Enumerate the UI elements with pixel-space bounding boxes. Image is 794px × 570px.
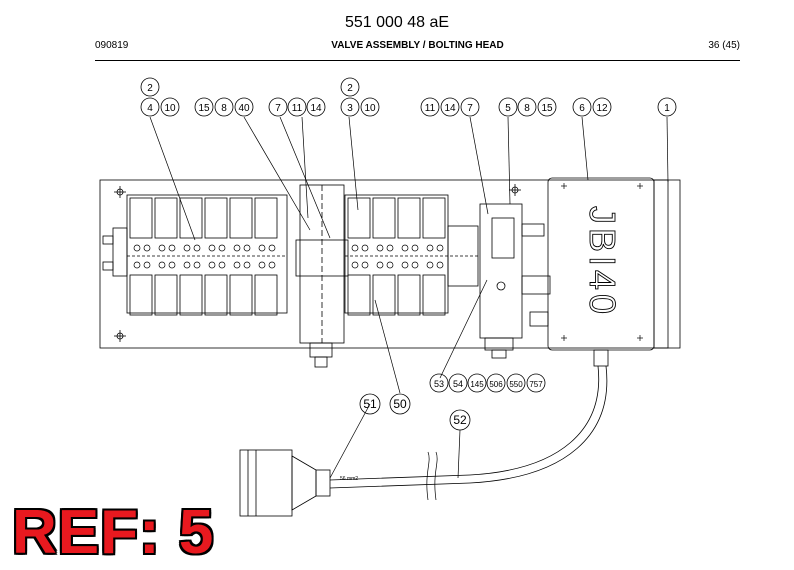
callout-10b-label: 10 — [364, 103, 376, 114]
callout-2b — [340, 77, 360, 97]
junction-box — [547, 177, 669, 367]
callout-2a-label: 2 — [147, 83, 153, 94]
callout-2b-label: 2 — [347, 83, 353, 94]
page-title: VALVE ASSEMBLY / BOLTING HEAD — [331, 40, 504, 51]
callout-10a — [160, 97, 180, 117]
left-valve-modules — [129, 197, 278, 316]
callout-550-label: 550 — [509, 380, 523, 389]
callouts — [140, 77, 677, 431]
header-row: 090819 VALVE ASSEMBLY / BOLTING HEAD 36 … — [95, 40, 740, 54]
leader-lines — [149, 116, 669, 479]
callout-12 — [592, 97, 612, 117]
callout-145 — [467, 373, 487, 393]
base-plate — [99, 179, 681, 349]
callout-15a-label: 15 — [198, 103, 210, 114]
callout-54 — [448, 373, 468, 393]
left-fittings — [102, 227, 128, 277]
right-valve-ports — [351, 244, 444, 269]
callout-506-label: 506 — [489, 380, 503, 389]
cable-label: 56 mm2 — [340, 476, 358, 482]
callout-14a-label: 14 — [310, 103, 322, 114]
callout-757-label: 757 — [529, 380, 543, 389]
callout-8a — [214, 97, 234, 117]
left-valve-ports — [133, 244, 276, 269]
callout-11a — [287, 97, 307, 117]
cable — [329, 365, 608, 501]
callout-506 — [486, 373, 506, 393]
ref-label: REF: 5 — [12, 498, 215, 567]
callout-1-label: 1 — [664, 103, 670, 114]
callout-7a — [268, 97, 288, 117]
right-valve-modules — [347, 197, 446, 316]
callout-52 — [449, 409, 471, 431]
callout-10b — [360, 97, 380, 117]
callout-51-label: 51 — [363, 397, 377, 411]
callout-15b-label: 15 — [541, 103, 553, 114]
callout-2a — [140, 77, 160, 97]
callout-14b-label: 14 — [444, 103, 456, 114]
junction-box-label: JBI40 — [582, 206, 623, 318]
callout-51 — [359, 393, 381, 415]
left-valve-bank — [126, 194, 288, 316]
callout-757 — [526, 373, 546, 393]
callout-14a — [306, 97, 326, 117]
callout-8b-label: 8 — [524, 103, 530, 114]
header-rule — [95, 60, 740, 61]
callout-53 — [429, 373, 449, 393]
callout-7a-label: 7 — [275, 103, 281, 114]
callout-550 — [506, 373, 526, 393]
callout-1 — [657, 97, 677, 117]
callout-3-label: 3 — [347, 103, 353, 114]
callout-8b — [517, 97, 537, 117]
callout-7b-label: 7 — [467, 103, 473, 114]
page-number: 36 (45) — [708, 40, 740, 51]
connector-plug — [239, 449, 331, 517]
callout-6-label: 6 — [579, 103, 585, 114]
callout-40-label: 40 — [238, 103, 250, 114]
callout-7b — [460, 97, 480, 117]
callout-6 — [572, 97, 592, 117]
callout-4 — [140, 97, 160, 117]
center-cylinder — [295, 184, 349, 368]
callout-11b-label: 11 — [425, 103, 436, 114]
callout-14b — [440, 97, 460, 117]
callout-5 — [498, 97, 518, 117]
callout-labels: 2 4 10 15 8 40 7 11 14 2 3 10 11 14 7 5 … — [147, 83, 670, 427]
callout-53-label: 53 — [434, 379, 444, 389]
callout-5-label: 5 — [505, 103, 511, 114]
callout-145-label: 145 — [470, 380, 484, 389]
callout-15a — [194, 97, 214, 117]
date-code: 090819 — [95, 40, 129, 51]
callout-12-label: 12 — [596, 103, 608, 114]
callout-15b — [537, 97, 557, 117]
callout-50-label: 50 — [393, 397, 407, 411]
callout-3 — [340, 97, 360, 117]
right-valve-bank — [344, 194, 479, 316]
junction-box-corner-marks — [561, 183, 643, 341]
callout-52-label: 52 — [453, 413, 467, 427]
mounting-holes — [114, 184, 521, 342]
callout-10a-label: 10 — [164, 103, 176, 114]
callout-8a-label: 8 — [221, 103, 227, 114]
callout-50 — [389, 393, 411, 415]
callout-4-label: 4 — [147, 103, 153, 114]
callout-54-label: 54 — [453, 379, 463, 389]
pressure-valve-block — [479, 203, 551, 359]
callout-11a-label: 11 — [292, 103, 303, 114]
document-number: 551 000 48 aE — [344, 14, 450, 31]
callout-40 — [234, 97, 254, 117]
callout-11b — [420, 97, 440, 117]
